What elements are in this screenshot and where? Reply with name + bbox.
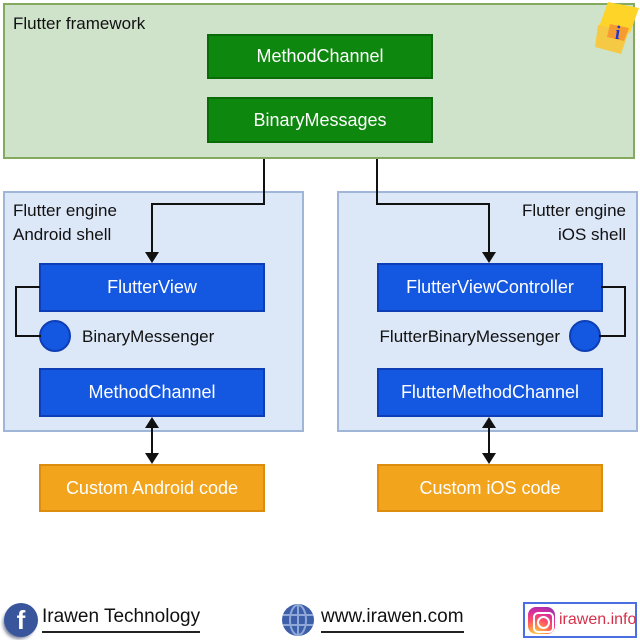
flutter-framework-title: Flutter framework (13, 14, 146, 33)
connector-android-custom (151, 424, 153, 457)
custom-android-code-label: Custom Android code (65, 477, 239, 498)
framework-methodchannel-label: MethodChannel (256, 46, 384, 66)
android-bracket-top (15, 286, 40, 288)
facebook-page-link[interactable]: Irawen Technology (42, 606, 201, 633)
flutterviewcontroller-box: FlutterViewController (377, 263, 603, 312)
ios-bracket-top (601, 286, 626, 288)
connector-framework-to-ios-drop (376, 159, 378, 205)
connector-framework-to-ios-elbow (376, 203, 490, 205)
framework-binarymessages-box: BinaryMessages (207, 97, 433, 143)
binarymessenger-dot-icon (39, 320, 71, 352)
custom-android-code-box: Custom Android code (39, 464, 265, 512)
arrowhead-into-flutterviewcontroller-icon (482, 252, 496, 263)
facebook-icon[interactable]: f (4, 603, 38, 637)
ios-engine-title-line2: iOS shell (557, 225, 626, 244)
connector-framework-to-ios-stem (488, 205, 490, 255)
ios-engine-title: Flutter engine iOS shell (400, 199, 626, 247)
instagram-badge[interactable]: irawen.info (523, 602, 637, 638)
instagram-icon (528, 606, 555, 634)
connector-framework-to-android-stem (151, 205, 153, 255)
arrowhead-down-into-custom-ios-icon (482, 453, 496, 464)
globe-icon (282, 604, 314, 636)
arrowhead-into-flutterview-icon (145, 252, 159, 263)
logo-letter: i (615, 23, 621, 44)
android-methodchannel-box: MethodChannel (39, 368, 265, 417)
fluttermethodchannel-box: FlutterMethodChannel (377, 368, 603, 417)
android-bracket-bottom (15, 335, 41, 337)
android-methodchannel-label: MethodChannel (88, 382, 216, 402)
connector-ios-custom (488, 424, 490, 457)
connector-framework-to-android-drop (263, 159, 265, 205)
facebook-letter: f (16, 604, 26, 635)
android-bracket-side (15, 286, 17, 337)
flutterview-box: FlutterView (39, 263, 265, 312)
connector-framework-to-android-elbow (151, 203, 265, 205)
flutterbinarymessenger-dot-icon (569, 320, 601, 352)
arrowhead-down-into-custom-android-icon (145, 453, 159, 464)
ios-bracket-side (624, 286, 626, 337)
ios-engine-title-line1: Flutter engine (522, 201, 626, 220)
custom-ios-code-label: Custom iOS code (419, 477, 561, 498)
android-engine-title-line2: Android shell (13, 225, 112, 244)
binarymessenger-label: BinaryMessenger (82, 327, 215, 346)
instagram-handle: irawen.info (559, 611, 637, 628)
framework-binarymessages-label: BinaryMessages (253, 109, 387, 130)
website-link[interactable]: www.irawen.com (321, 606, 464, 633)
framework-methodchannel-box: MethodChannel (207, 34, 433, 79)
arrowhead-up-into-fluttermethodchannel-icon (482, 417, 496, 428)
flutterview-label: FlutterView (107, 277, 197, 297)
fluttermethodchannel-label: FlutterMethodChannel (400, 382, 580, 402)
android-engine-title-line1: Flutter engine (13, 201, 117, 220)
flutterviewcontroller-label: FlutterViewController (406, 277, 574, 297)
android-engine-title: Flutter engine Android shell (13, 199, 117, 247)
arrowhead-up-into-methodchannel-icon (145, 417, 159, 428)
custom-ios-code-box: Custom iOS code (377, 464, 603, 512)
irawen-logo-icon: i (595, 2, 639, 54)
ios-bracket-bottom (599, 335, 626, 337)
flutterbinarymessenger-label: FlutterBinaryMessenger (379, 327, 560, 346)
